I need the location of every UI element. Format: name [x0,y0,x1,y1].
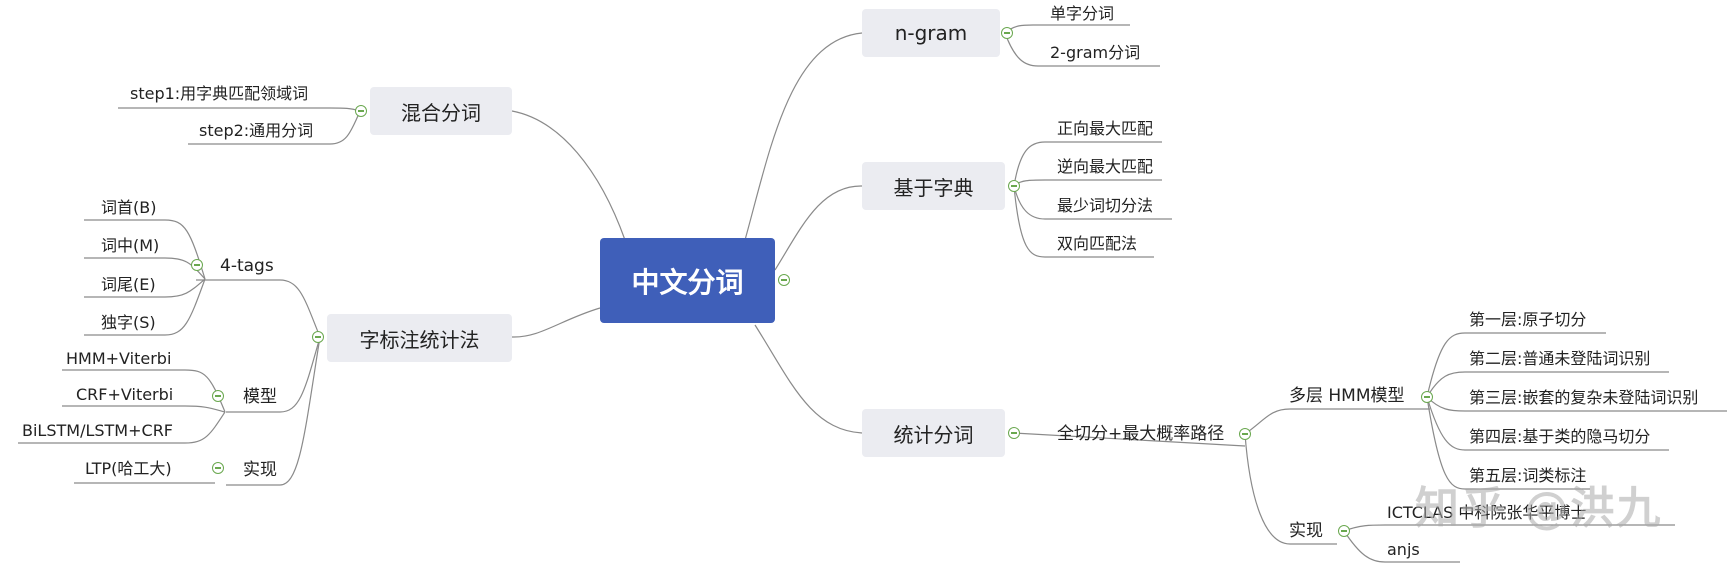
tag-impl-collapse-icon[interactable] [212,462,224,474]
edge-tags4-2 [84,257,206,280]
edge-hmm-1 [1426,332,1606,398]
hmm-layer-5[interactable]: 第五层:词类标注 [1469,466,1587,485]
dict-leaf-3[interactable]: 最少词切分法 [1057,196,1154,215]
tags4-node[interactable]: 4-tags [220,256,274,276]
edge-ngram-1 [1004,24,1130,34]
edge-dict-2 [1013,179,1162,187]
model-node[interactable]: 模型 [243,387,277,407]
hmm-node[interactable]: 多层 HMM模型 [1289,386,1405,406]
ngram-leaf-1[interactable]: 单字分词 [1050,4,1115,23]
root-node[interactable]: 中文分词 [600,238,775,323]
edge-path-hmm [1244,408,1430,435]
edge-dict-4 [1013,185,1154,258]
edge-root-stat [754,324,863,434]
tags4-leaf-4[interactable]: 独字(S) [101,313,156,332]
edge-model-2 [62,405,226,413]
branch-ngram[interactable]: n-gram [862,9,1000,57]
tags4-collapse-icon[interactable] [191,259,203,271]
edge-hmm-4 [1426,396,1669,451]
ngram-collapse-icon[interactable] [1001,27,1013,39]
hmm-layer-4[interactable]: 第四层:基于类的隐马切分 [1469,427,1651,446]
tags4-leaf-2[interactable]: 词中(M) [101,236,160,255]
model-leaf-1[interactable]: HMM+Viterbi [66,349,172,368]
edge-root-dict [774,185,863,271]
watermark: 知乎 @洪九 [1415,483,1663,534]
model-leaf-2[interactable]: CRF+Viterbi [76,385,174,404]
edge-tag-model [226,336,321,413]
model-collapse-icon[interactable] [212,390,224,402]
tag-impl-leaf-1[interactable]: LTP(哈工大) [85,459,172,478]
edge-dict-1 [1013,141,1162,187]
stat-impl-node[interactable]: 实现 [1289,521,1323,541]
branch-dict[interactable]: 基于字典 [862,162,1005,210]
dict-leaf-4[interactable]: 双向匹配法 [1057,234,1138,253]
edge-root-ngram [744,32,863,241]
model-leaf-3[interactable]: BiLSTM/LSTM+CRF [22,421,174,440]
dict-collapse-icon[interactable] [1008,180,1020,192]
branch-stat[interactable]: 统计分词 [862,409,1005,457]
tag-impl-node[interactable]: 实现 [243,460,277,480]
branch-mixed[interactable]: 混合分词 [370,87,512,135]
edge-tag-tags4 [196,279,321,338]
stat-impl-leaf-2[interactable]: anjs [1387,540,1420,559]
edge-stat-path [1013,432,1246,447]
edge-dict-3 [1013,185,1172,220]
stat-path-node[interactable]: 全切分+最大概率路径 [1057,424,1225,444]
root-collapse-icon[interactable] [778,274,790,286]
edge-tags4-4 [84,278,206,336]
edge-tag-impl [226,336,321,486]
edge-mixed-1 [118,107,361,112]
edge-hmm-2 [1426,371,1669,398]
mixed-collapse-icon[interactable] [355,105,367,117]
tag-collapse-icon[interactable] [312,331,324,343]
hmm-collapse-icon[interactable] [1421,391,1433,403]
stat-impl-collapse-icon[interactable] [1338,525,1350,537]
hmm-layer-3[interactable]: 第三层:嵌套的复杂未登陆词识别 [1469,388,1699,407]
mixed-leaf-2[interactable]: step2:通用分词 [199,121,314,140]
edge-ngram-2 [1004,32,1160,67]
stat-impl-leaf-1[interactable]: ICTCLAS 中科院张华平博士 [1387,503,1587,522]
edge-model-3 [18,411,226,444]
edge-path-impl [1244,433,1337,545]
mixed-leaf-1[interactable]: step1:用字典匹配领域词 [130,84,309,103]
branch-tag[interactable]: 字标注统计法 [327,314,512,362]
hmm-layer-1[interactable]: 第一层:原子切分 [1469,310,1587,329]
tags4-leaf-3[interactable]: 词尾(E) [101,275,156,294]
ngram-leaf-2[interactable]: 2-gram分词 [1050,43,1141,62]
tags4-leaf-1[interactable]: 词首(B) [101,198,157,217]
edge-root-mixed [511,110,626,241]
edge-impl-2 [1343,530,1460,563]
dict-leaf-1[interactable]: 正向最大匹配 [1057,119,1154,138]
stat-path-collapse-icon[interactable] [1239,428,1251,440]
edge-mixed-2 [188,110,361,145]
edge-tags4-3 [84,278,206,298]
stat-collapse-icon[interactable] [1008,427,1020,439]
edge-hmm-5 [1426,396,1590,490]
dict-leaf-2[interactable]: 逆向最大匹配 [1057,157,1154,176]
hmm-layer-2[interactable]: 第二层:普通未登陆词识别 [1469,349,1651,368]
edge-root-tag [511,307,601,338]
